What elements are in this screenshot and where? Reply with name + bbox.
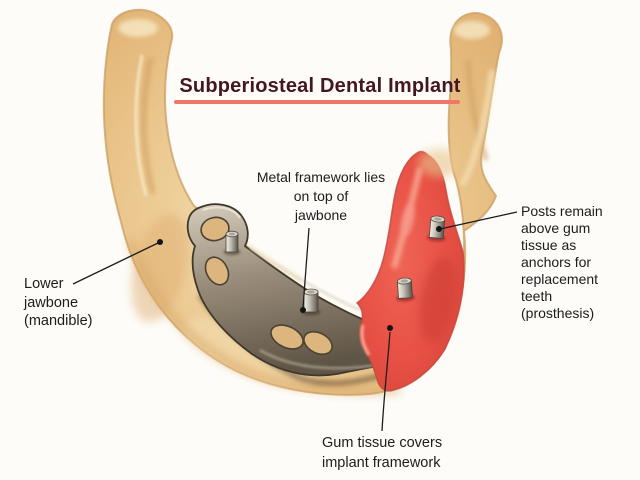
title-underline — [174, 100, 460, 104]
leader-dot-gum-tissue — [387, 325, 393, 331]
implant-post-1 — [223, 230, 241, 256]
gum-shading — [360, 149, 462, 356]
leader-line-lower-jawbone — [72, 242, 159, 285]
label-gum-tissue: Gum tissue covers implant framework — [322, 435, 443, 471]
label-lower-jawbone: Lower jawbone (mandible) — [24, 276, 93, 329]
implant-post-3 — [426, 215, 446, 242]
implant-post-2 — [301, 288, 321, 316]
gum-tissue — [355, 149, 465, 392]
figure-title: Subperiosteal Dental Implant — [179, 75, 461, 97]
leader-dot-metal-framework — [300, 307, 306, 313]
label-posts: Posts remain above gum tissue as anchors… — [521, 203, 603, 321]
framework-sheen — [202, 206, 381, 370]
leader-line-posts — [439, 211, 518, 230]
implant-post-4 — [396, 277, 416, 302]
label-metal-framework: Metal framework lies on top of jawbone — [256, 169, 386, 223]
leader-lines — [72, 211, 518, 432]
leader-dot-lower-jawbone — [157, 239, 163, 245]
leader-line-metal-framework — [302, 227, 310, 309]
framework-holes — [200, 216, 333, 356]
leader-dot-posts — [436, 226, 442, 232]
leader-line-gum-tissue — [381, 331, 391, 432]
